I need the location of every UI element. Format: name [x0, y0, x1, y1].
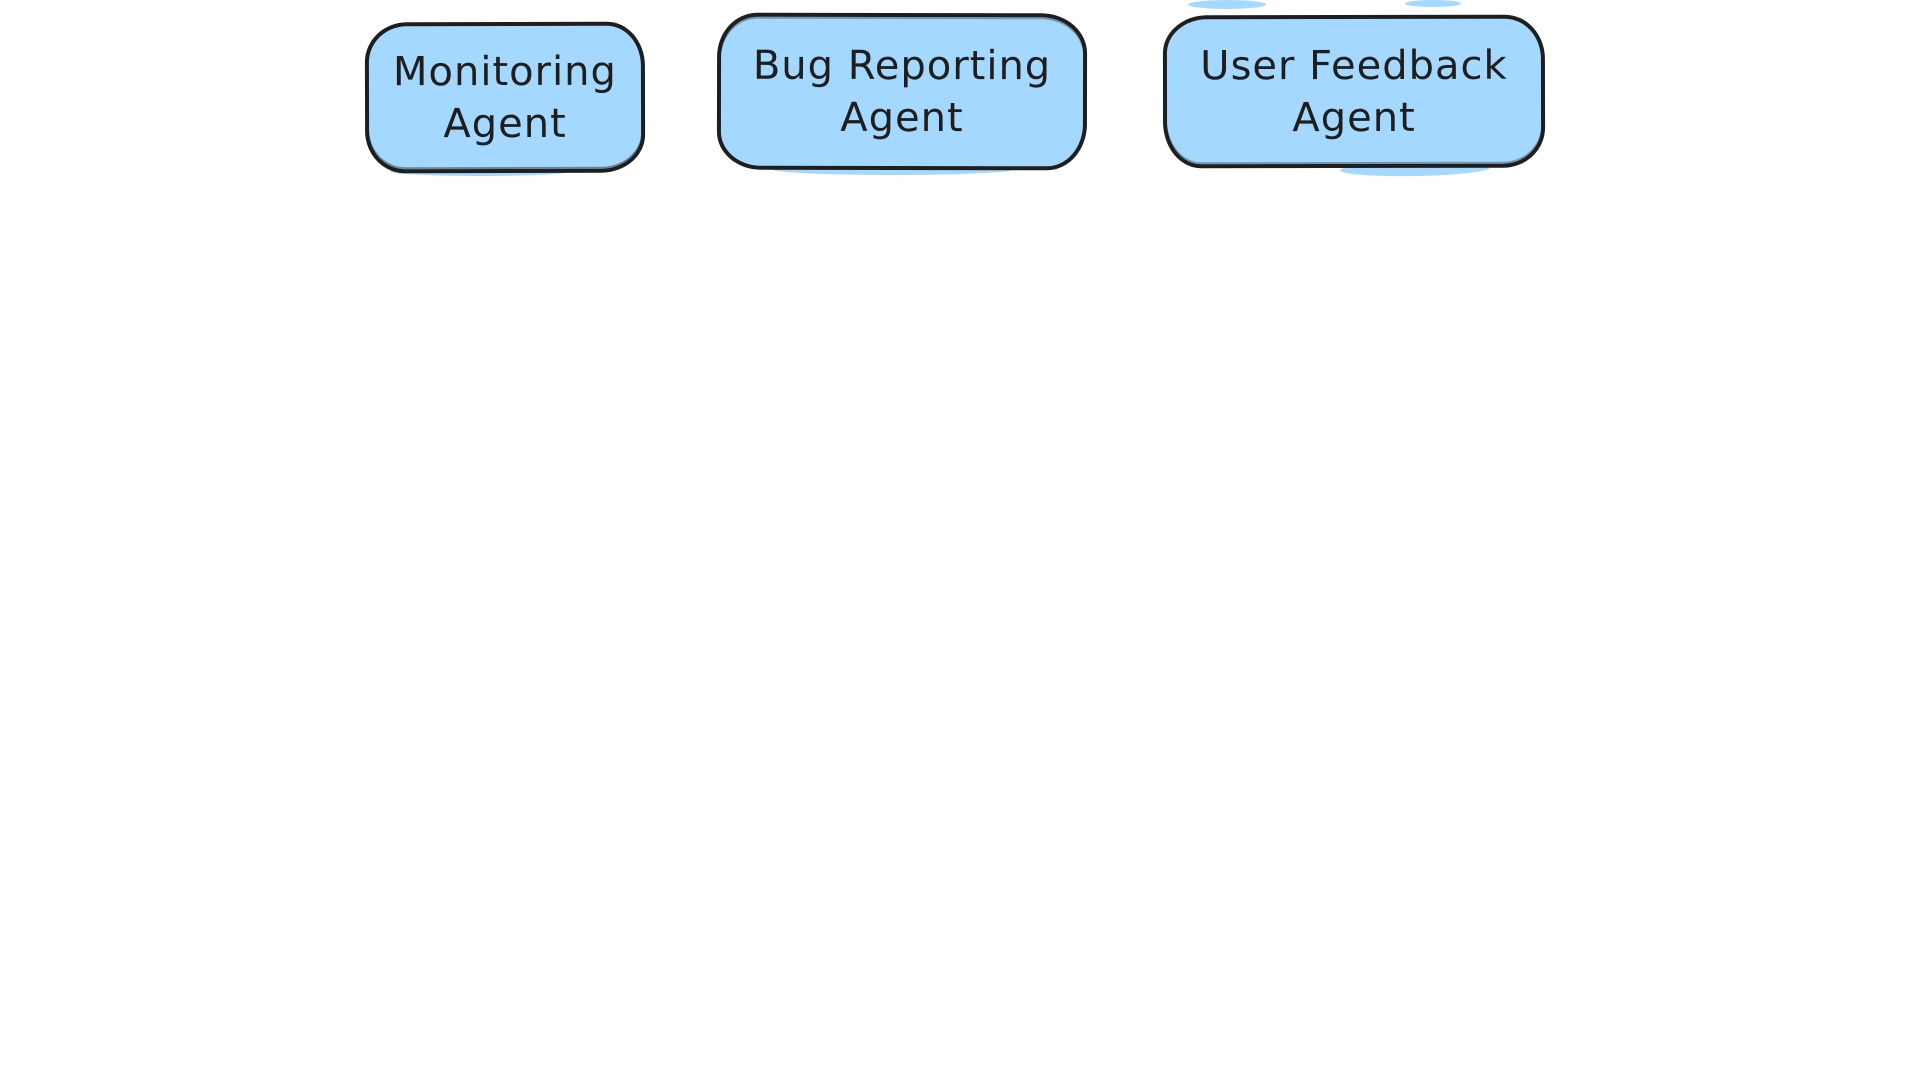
node-label-line: Monitoring [392, 48, 617, 95]
node-monitoring-agent[interactable]: Monitoring Agent [364, 21, 646, 174]
node-bug-reporting-agent[interactable]: Bug Reporting Agent [716, 12, 1088, 171]
node-label-line: User Feedback [1200, 42, 1508, 89]
ink-smudge [1188, 0, 1266, 9]
ink-smudge [1405, 0, 1461, 7]
node-label-line: Agent [840, 94, 964, 141]
node-label-line: Bug Reporting [752, 42, 1052, 89]
node-user-feedback-agent[interactable]: User Feedback Agent [1162, 14, 1546, 169]
node-label-line: Agent [1292, 94, 1416, 141]
node-label-line: Agent [443, 100, 567, 147]
